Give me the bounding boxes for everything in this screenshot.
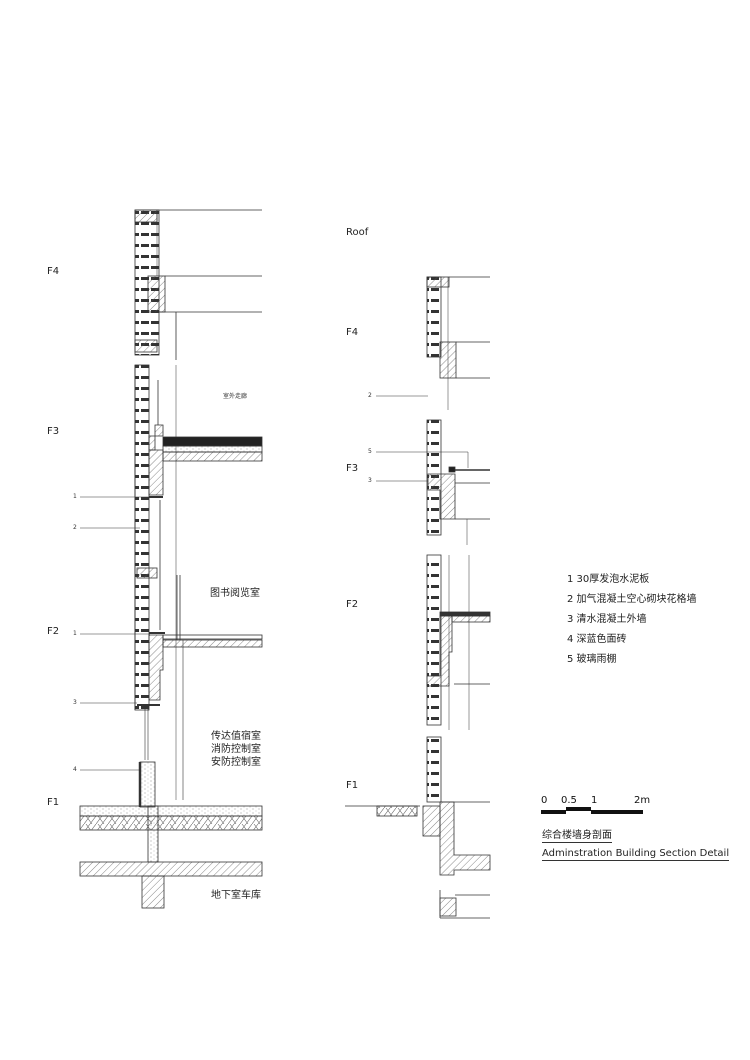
legend-item: 5 玻璃雨棚 — [567, 654, 617, 665]
callout-5-right: 5 — [368, 448, 372, 455]
callout-3-right: 3 — [368, 477, 372, 484]
room-corridor: 室外走廊 — [223, 393, 248, 400]
callout-3-left: 3 — [73, 699, 77, 706]
level-f2-right: F2 — [346, 599, 359, 610]
scale-tick-0: 0 — [541, 795, 548, 806]
level-roof-right: Roof — [346, 227, 369, 238]
callout-2-left: 2 — [73, 524, 77, 531]
level-f1-left: F1 — [47, 797, 60, 808]
legend-item: 4 深蓝色面砖 — [567, 634, 627, 645]
material-legend: 1 30厚发泡水泥板 2 加气混凝土空心砌块花格墙 3 清水混凝土外墙 4 深蓝… — [567, 570, 697, 670]
legend-item: 2 加气混凝土空心砌块花格墙 — [567, 594, 697, 605]
scale-bar — [541, 807, 643, 814]
level-f4-right: F4 — [346, 327, 359, 338]
room-ground-1: 传达值宿室 — [211, 731, 261, 742]
level-f1-right: F1 — [346, 780, 359, 791]
callout-1-upper: 1 — [73, 493, 77, 500]
room-ground-2: 消防控制室 — [211, 744, 261, 755]
level-f3-right: F3 — [346, 463, 359, 474]
callout-1-lower: 1 — [73, 630, 77, 637]
level-f2-left: F2 — [47, 626, 60, 637]
room-ground-group: 传达值宿室 消防控制室 安防控制室 — [211, 730, 261, 769]
room-reading: 图书阅览室 — [210, 588, 260, 599]
callout-2-right: 2 — [368, 392, 372, 399]
level-f3-left: F3 — [47, 426, 60, 437]
drawing-title-en: Adminstration Building Section Detail — [542, 848, 730, 861]
callout-4-left: 4 — [73, 766, 77, 773]
legend-item: 1 30厚发泡水泥板 — [567, 574, 650, 585]
legend-item: 3 清水混凝土外墙 — [567, 614, 647, 625]
scale-tick-1: 1 — [591, 795, 598, 806]
scale-tick-0-5: 0.5 — [561, 795, 577, 806]
level-f4-left: F4 — [47, 266, 60, 277]
room-ground-3: 安防控制室 — [211, 757, 261, 768]
room-basement: 地下室车库 — [211, 890, 261, 901]
scale-tick-2m: 2m — [634, 795, 651, 806]
drawing-title-cn: 综合楼墙身剖面 — [542, 826, 612, 843]
